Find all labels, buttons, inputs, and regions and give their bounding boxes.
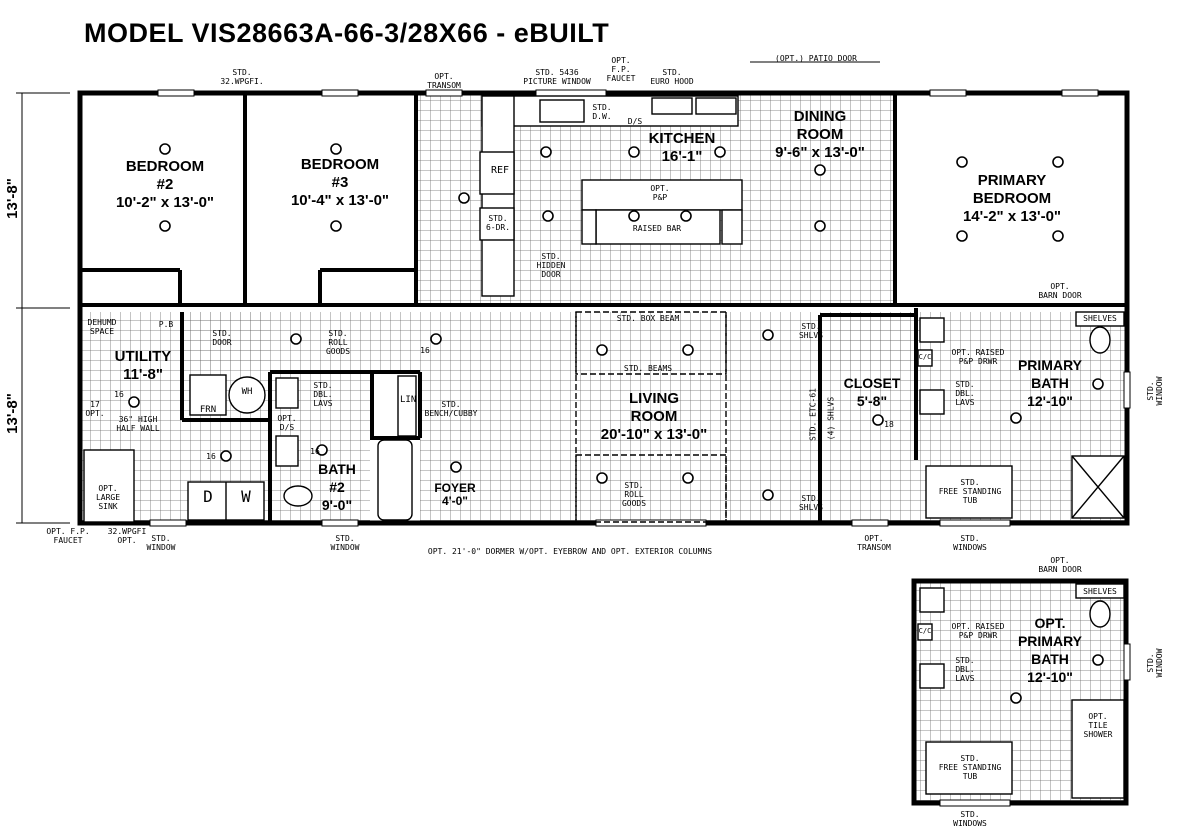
note-tub-a: STD. FREE STANDING TUB — [938, 478, 1002, 505]
note-tile-shower: OPT. TILE SHOWER — [1083, 712, 1113, 739]
note-std-6dr: STD. 6-DR. — [485, 214, 511, 232]
room-kitchen: KITCHEN 16'-1" — [648, 130, 716, 165]
note-hidden-door: STD. HIDDEN DOOR — [536, 252, 566, 279]
note-bench-cubby: STD. BENCH/CUBBY — [424, 400, 478, 418]
note-barn-door-b: OPT. BARN DOOR — [1038, 556, 1082, 574]
note-roll-goods-a: STD. ROLL GOODS — [325, 329, 351, 356]
note-16-c: 16 — [420, 346, 430, 355]
note-frn: FRN — [199, 405, 217, 415]
note-large-sink: OPT. LARGE SINK — [95, 484, 121, 511]
note-std-dw: STD. D.W. — [592, 103, 612, 121]
room-bath-2: BATH #2 9'-0" — [318, 461, 356, 513]
note-std-windows-a: STD. WINDOWS — [953, 534, 987, 552]
tile-hall — [180, 312, 920, 370]
note-16-b: 16 — [206, 452, 216, 461]
note-wpgfi-bottom: 32.WPGFI OPT. — [107, 527, 147, 545]
opt-bath-walls — [911, 578, 1129, 806]
note-16-d: 16 — [310, 447, 320, 456]
note-four-shlvs: (4) SHLVS — [826, 396, 836, 441]
dimension-bottom-half: 13'-8" — [3, 393, 21, 434]
note-shelves-b: SHELVES — [1083, 587, 1117, 596]
note-half-wall: 36" HIGH HALF WALL — [116, 415, 160, 433]
note-16-a: 16 — [114, 390, 124, 399]
note-cc-b: C/C — [918, 627, 932, 635]
note-patio-door: (OPT.) PATIO DOOR — [775, 54, 857, 63]
room-utility: UTILITY 11'-8" — [114, 348, 172, 383]
note-window-right-a: STD. WINDOW — [1146, 376, 1164, 406]
room-primary-bedroom: PRIMARY BEDROOM 14'-2" x 13'-0" — [962, 172, 1062, 225]
note-box-beam: STD. BOX BEAM — [616, 314, 680, 323]
note-raised-pp-a: OPT. RAISED P&P DRWR — [951, 348, 1005, 366]
room-opt-primary-bath: OPT. PRIMARY BATH 12'-10" — [1017, 615, 1083, 685]
note-std-beams: STD. BEAMS — [623, 364, 673, 373]
room-foyer: FOYER 4'-0" — [434, 481, 476, 508]
note-opt-pp: OPT. P&P — [650, 184, 670, 202]
room-bedroom-2: BEDROOM #2 10'-2" x 13'-0" — [115, 158, 215, 211]
room-bedroom-3: BEDROOM #3 10'-4" x 13'-0" — [290, 156, 390, 209]
note-raised-bar: RAISED BAR — [632, 224, 682, 233]
note-tub-b: STD. FREE STANDING TUB — [938, 754, 1002, 781]
note-dw-d: D — [203, 487, 213, 506]
kitchen-cabinets — [479, 95, 743, 297]
note-shlvs-closet: STD. SHLVS — [798, 322, 824, 340]
windows — [149, 89, 1131, 527]
plan-title: MODEL VIS28663A-66-3/28X66 - eBUILT — [84, 18, 610, 48]
note-dbl-lavs-bath2: STD. DBL. LAVS — [313, 381, 333, 408]
note-picture-window: STD. 5436 PICTURE WINDOW — [523, 68, 591, 86]
opt-bath-windows — [939, 643, 1131, 807]
note-dbl-lavs-a: STD. DBL. LAVS — [955, 380, 975, 407]
beams — [575, 311, 727, 523]
room-closet: CLOSET 5'-8" — [843, 375, 901, 409]
tile-foyer — [420, 370, 820, 522]
note-etc61: STD. ETC-61 — [808, 388, 818, 441]
primary-bath-fixtures — [917, 311, 1125, 519]
interior-walls — [80, 95, 1127, 522]
note-shelves-a: SHELVES — [1083, 314, 1117, 323]
note-dw-w: W — [241, 487, 251, 506]
note-roll-goods-b: STD. ROLL GOODS — [621, 481, 647, 508]
tile-closet — [822, 312, 916, 522]
note-pb: P.B — [158, 320, 174, 329]
note-shlvs-closet-2: STD. SHLVS — [798, 494, 824, 512]
note-opt-17: 17 OPT. — [85, 400, 105, 418]
note-barn-door: OPT. BARN DOOR — [1038, 282, 1082, 300]
bath2-fixtures — [275, 375, 417, 521]
note-dormer: OPT. 21'-0" DORMER W/OPT. EYEBROW AND OP… — [427, 547, 713, 556]
dimension-top-half: 13'-8" — [3, 178, 21, 219]
note-fp-faucet-bottom: OPT. F.P. FAUCET — [46, 527, 90, 545]
room-dining: DINING ROOM 9'-6" x 13'-0" — [775, 108, 865, 161]
note-ds: D/S — [627, 117, 643, 126]
note-std-window-b: STD. WINDOW — [330, 534, 360, 552]
note-18: 18 — [884, 420, 894, 429]
note-std-door: STD. DOOR — [212, 329, 232, 347]
note-window-right-b: STD. WINDOW — [1146, 648, 1164, 678]
note-transom-bottom: OPT. TRANSOM — [857, 534, 891, 552]
note-dbl-lavs-b: STD. DBL. LAVS — [955, 656, 975, 683]
room-primary-bath: PRIMARY BATH 12'-10" — [1017, 357, 1083, 409]
note-dehumd: DEHUMD SPACE — [87, 318, 117, 336]
utility-fixtures — [83, 374, 266, 523]
note-euro-hood: STD. EURO HOOD — [650, 68, 694, 86]
note-wh: WH — [241, 387, 253, 397]
note-lin: LIN — [400, 395, 417, 405]
note-opt-ds: OPT. D/S — [277, 414, 297, 432]
dimension-lines — [16, 61, 880, 524]
note-transom-top: OPT. TRANSOM — [427, 72, 461, 90]
note-std-windows-b: STD. WINDOWS — [953, 810, 987, 828]
light-fixtures — [128, 143, 1104, 704]
note-ref: REF — [490, 165, 510, 176]
opt-bath-fixtures — [917, 583, 1125, 799]
note-fp-faucet-top: OPT. F.P. FAUCET — [606, 56, 636, 83]
note-std-window-a: STD. WINDOW — [146, 534, 176, 552]
note-cc-a: C/C — [918, 353, 932, 361]
room-living: LIVING ROOM 20'-10" x 13'-0" — [600, 390, 708, 443]
note-wpgfi-top: STD. 32.WPGFI. — [220, 68, 264, 86]
note-raised-pp-b: OPT. RAISED P&P DRWR — [951, 622, 1005, 640]
